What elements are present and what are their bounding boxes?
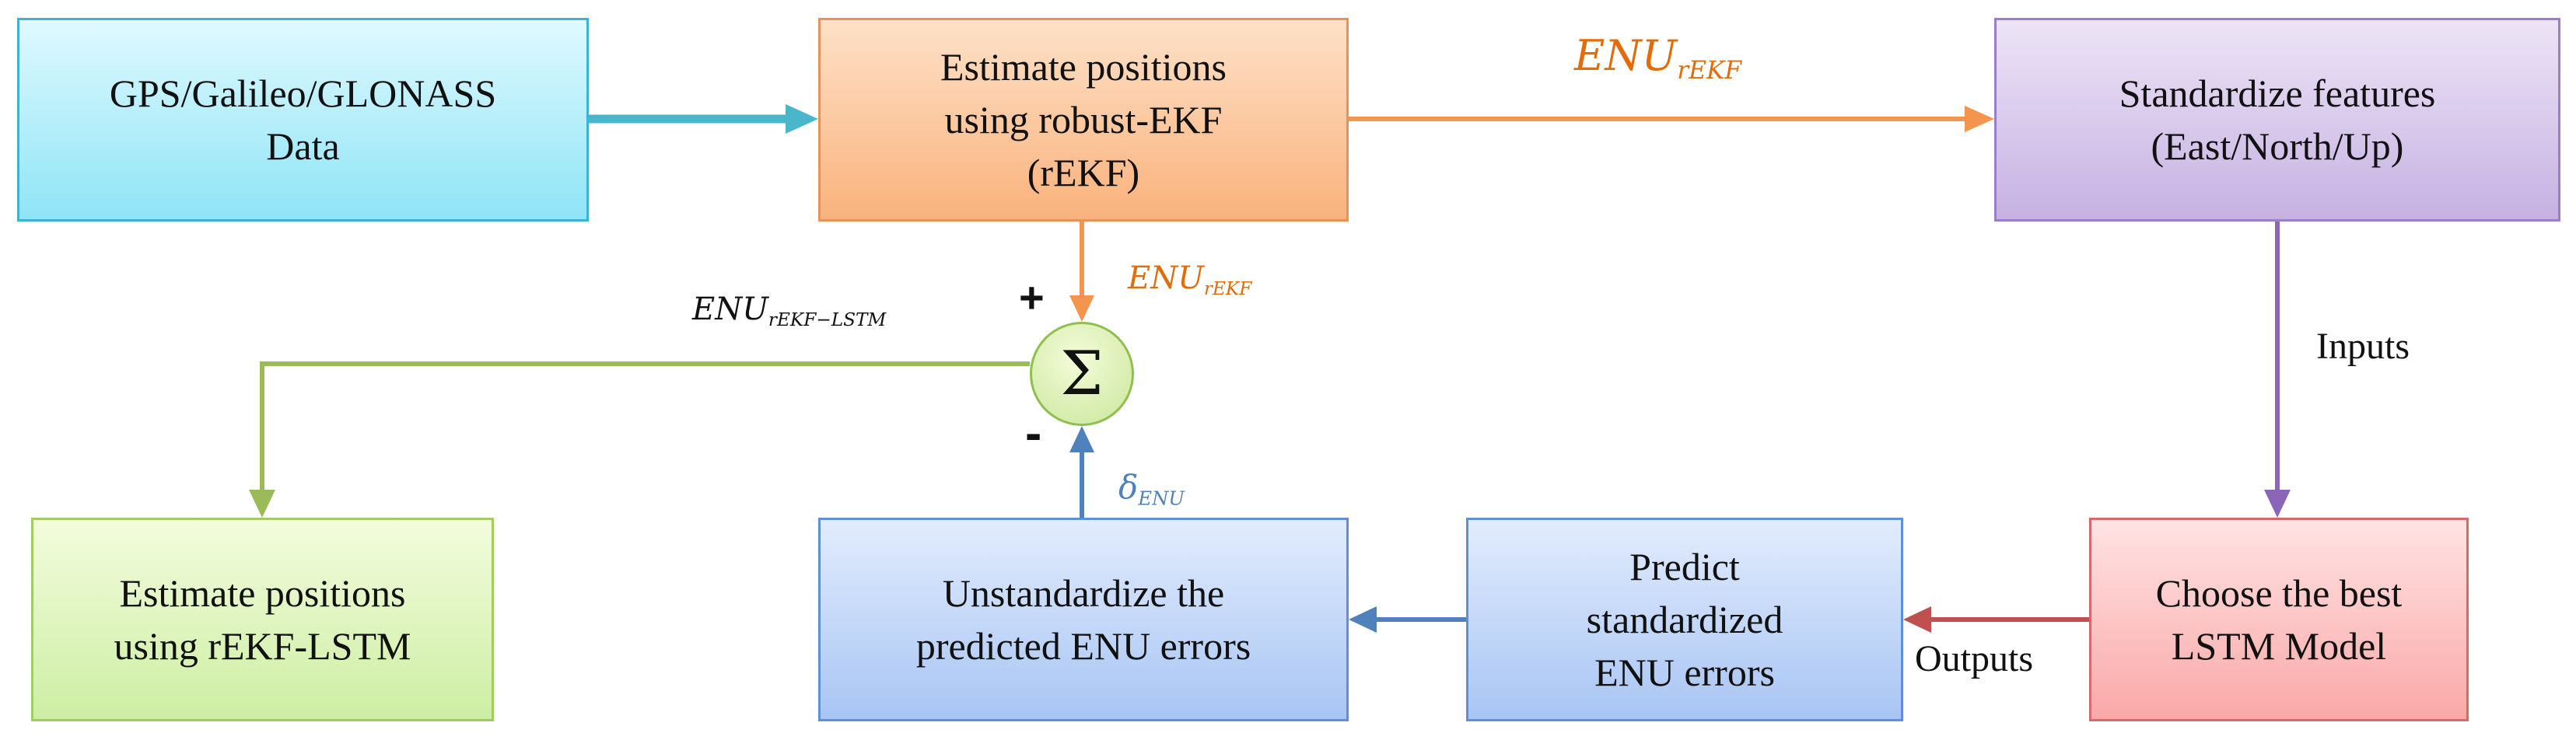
enu-rekf-lstm-sub: rEKF−LSTM [768,309,887,331]
robust-ekf-box: Estimate positions using robust-EKF (rEK… [818,18,1349,222]
inputs-label: Inputs [2316,326,2410,367]
arrowhead-sum-to-output [249,490,275,518]
output-line1: Estimate positions [119,571,406,615]
unstandardize-line1: Unstandardize the [942,571,1225,615]
enu-rekf-top-base: ENU [1574,31,1678,80]
arrowhead-lstm-to-predict [1903,606,1931,633]
arrow-sum-to-output [260,361,1030,493]
plus-sign: + [1019,273,1045,322]
enu-rekf-small-sub: rEKF [1203,278,1252,300]
enu-rekf-lstm-label: ENUrEKF−LSTM [692,291,886,330]
enu-rekf-top-label: ENUrEKF [1574,31,1741,85]
robust-ekf-line1: Estimate positions [940,45,1227,89]
choose-lstm-line1: Choose the best [2155,571,2403,615]
rekf-lstm-output-box: Estimate positions using rEKF-LSTM [31,518,494,721]
gps-data-line1: GPS/Galileo/GLONASS [109,72,497,115]
summation-node: Σ [1030,322,1134,426]
predict-line3: ENU errors [1594,651,1775,694]
enu-rekf-small-label: ENUrEKF [1128,260,1251,299]
delta-enu-label: δENU [1118,468,1185,510]
arrowhead-unstandardize-to-sum [1069,426,1094,452]
arrowhead-predict-to-unstandardize [1349,606,1377,633]
delta-enu-sub: ENU [1138,487,1185,510]
enu-rekf-top-sub: rEKF [1677,56,1742,85]
predict-line2: standardized [1586,598,1783,641]
predict-line1: Predict [1629,545,1740,588]
predict-errors-box: Predict standardized ENU errors [1466,518,1903,721]
choose-lstm-box: Choose the best LSTM Model [2089,518,2469,721]
output-line2: using rEKF-LSTM [114,624,411,668]
standardize-features-box: Standardize features (East/North/Up) [1994,18,2560,222]
outputs-label: Outputs [1915,638,2034,679]
delta-enu-base: δ [1118,468,1139,506]
choose-lstm-line2: LSTM Model [2171,624,2387,668]
unstandardize-line2: predicted ENU errors [915,624,1251,668]
robust-ekf-line3: (rEKF) [1027,151,1140,194]
arrowhead-gps-to-rekf [786,104,818,134]
enu-rekf-small-base: ENU [1128,260,1204,296]
standardize-line2: (East/North/Up) [2151,124,2404,168]
arrowhead-standardize-to-lstm [2264,490,2291,518]
gps-data-line2: Data [266,124,340,168]
minus-sign: - [1025,405,1042,461]
standardize-line1: Standardize features [2119,72,2436,115]
arrowhead-rekf-to-standardize [1965,106,1994,132]
sigma-symbol: Σ [1060,339,1104,409]
arrowhead-rekf-to-sum [1069,295,1094,322]
robust-ekf-line2: using robust-EKF [944,98,1223,141]
unstandardize-errors-box: Unstandardize the predicted ENU errors [818,518,1349,721]
gps-data-box: GPS/Galileo/GLONASS Data [17,18,589,222]
enu-rekf-lstm-base: ENU [692,291,768,327]
